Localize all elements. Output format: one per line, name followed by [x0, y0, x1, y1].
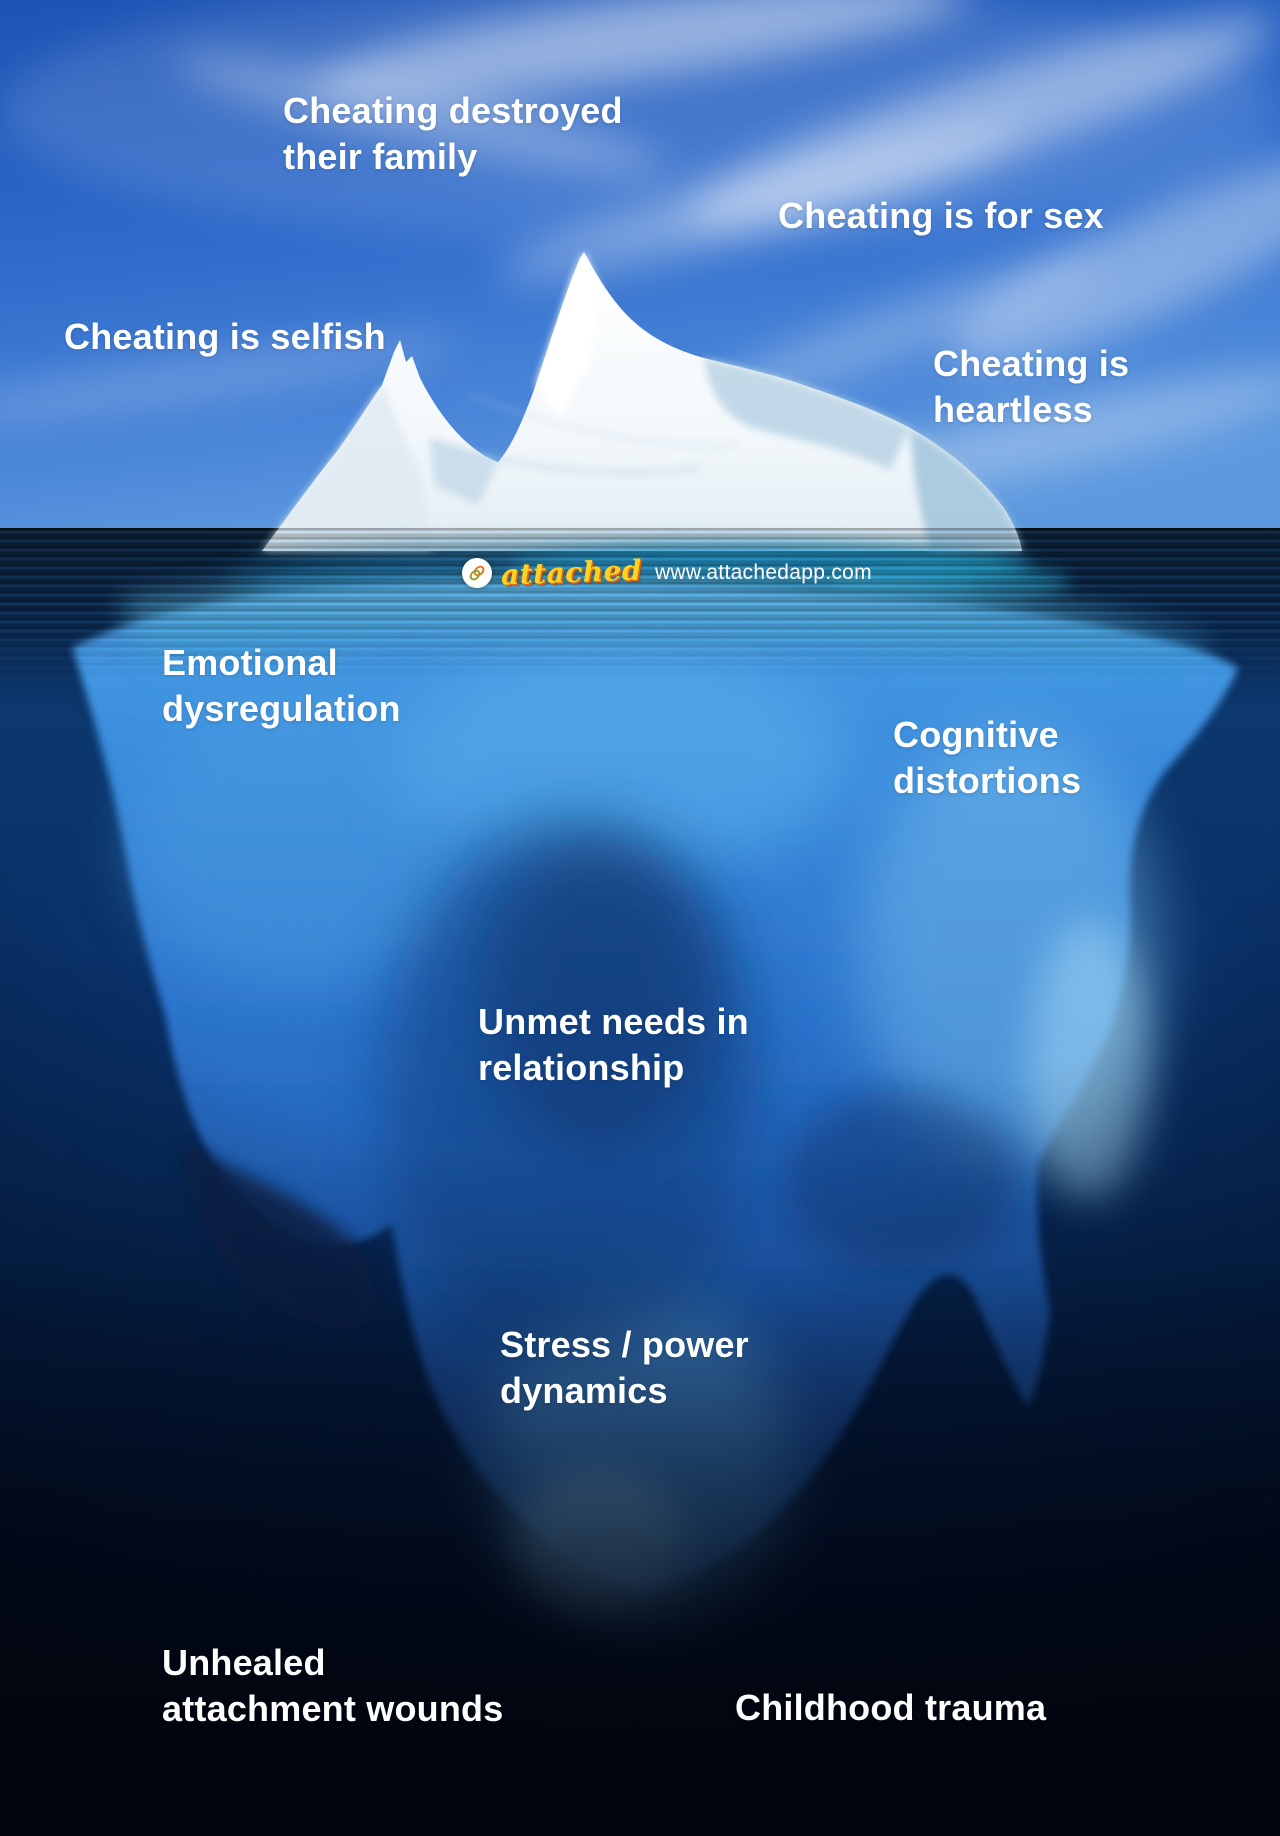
attached-logo-badge — [462, 557, 492, 588]
label-cognitive-distortions: Cognitive distortions — [893, 714, 1082, 802]
label-unmet-needs: Unmet needs in relationship — [478, 1001, 749, 1089]
label-cheating-is-heartless: Cheating is heartless — [933, 343, 1130, 431]
chain-link-icon — [469, 565, 485, 580]
label-cheating-is-for-sex: Cheating is for sex — [778, 195, 1104, 236]
brand-url: www.attachedapp.com — [654, 560, 872, 584]
label-unhealed-attachment-wounds: Unhealed attachment wounds — [162, 1642, 504, 1730]
brand-watermark: attached www.attachedapp.com — [462, 553, 872, 592]
brand-wordmark: attached — [500, 553, 643, 592]
label-cheating-is-selfish: Cheating is selfish — [64, 316, 386, 357]
label-stress-power-dynamics: Stress / power dynamics — [500, 1324, 749, 1412]
label-cheating-destroyed-family: Cheating destroyed their family — [283, 90, 623, 178]
label-childhood-trauma: Childhood trauma — [735, 1687, 1047, 1728]
label-emotional-dysregulation: Emotional dysregulation — [162, 642, 401, 730]
